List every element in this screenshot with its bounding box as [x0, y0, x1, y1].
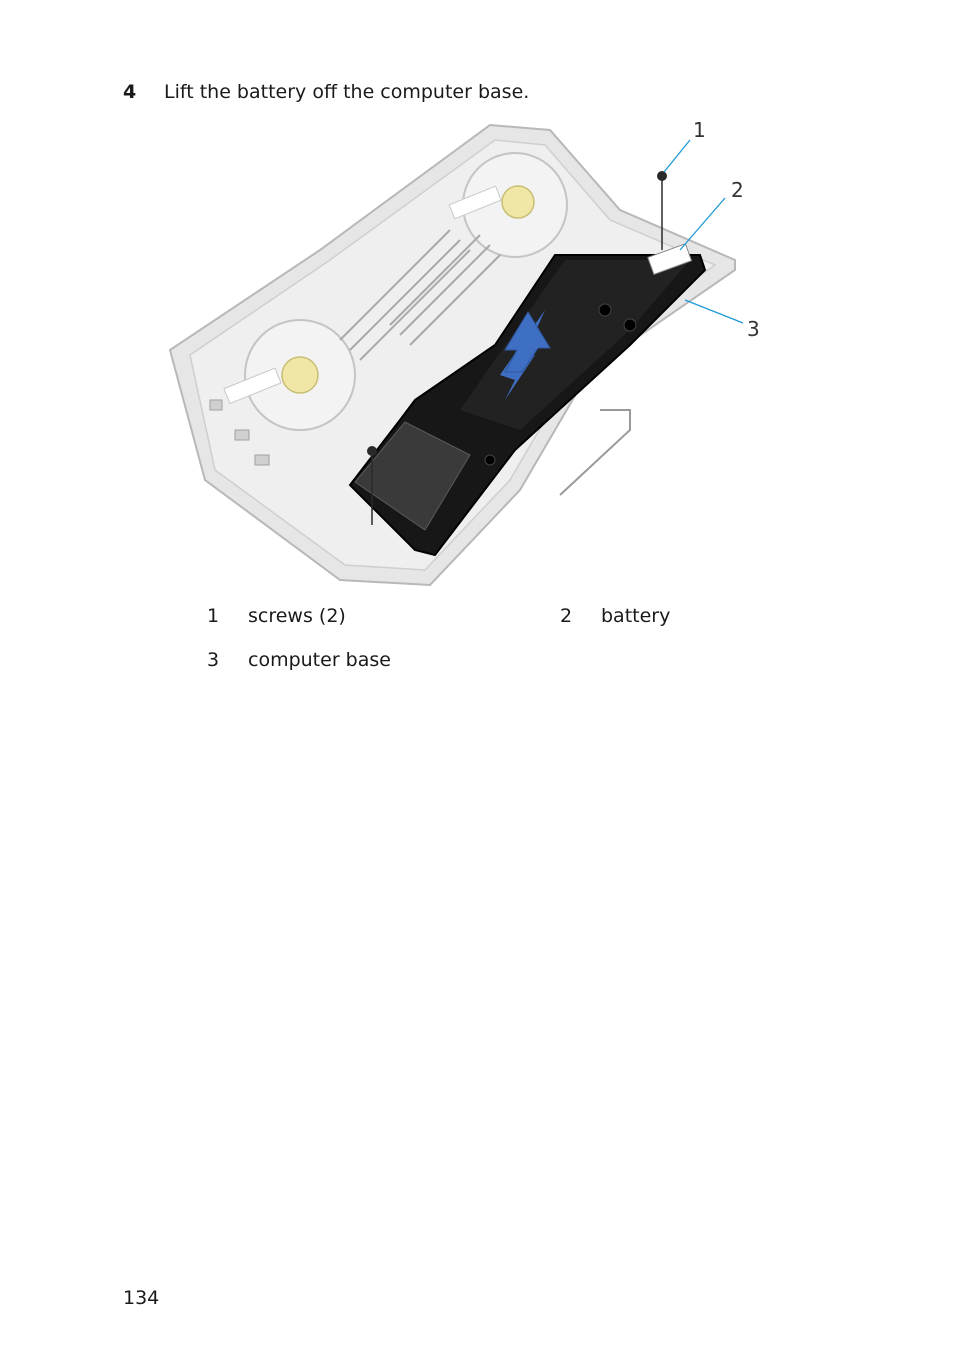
- side-ports: [209, 399, 270, 466]
- callout-2: 2: [731, 178, 744, 202]
- legend-number: 2: [560, 605, 573, 627]
- callout-leaders: [663, 139, 744, 324]
- computer-base: [168, 123, 736, 587]
- lift-arrow-icon: [500, 310, 551, 400]
- screw-icon-bottom: [367, 446, 377, 525]
- legend-label: computer base: [248, 649, 391, 671]
- step-text: Lift the battery off the computer base.: [164, 81, 530, 103]
- legend-label: battery: [601, 605, 671, 627]
- fan-left: [223, 319, 356, 431]
- battery-removal-illustration: 1 2 3: [160, 110, 780, 590]
- callout-legend: 1 screws (2) 2 battery 3 computer base: [207, 604, 767, 684]
- callout-1: 1: [693, 118, 706, 142]
- page-number: 134: [123, 1287, 160, 1309]
- legend-label: screws (2): [248, 605, 346, 627]
- step-number: 4: [123, 81, 137, 103]
- battery: [348, 243, 707, 557]
- screw-icon-top: [657, 171, 667, 250]
- legend-number: 3: [207, 649, 220, 671]
- legend-number: 1: [207, 605, 220, 627]
- illustration-svg: 1 2 3: [168, 118, 760, 587]
- step-instruction: 4 Lift the battery off the computer base…: [123, 80, 823, 106]
- heat-sink: [339, 229, 501, 361]
- fan-right: [448, 152, 568, 258]
- callout-3: 3: [747, 317, 760, 341]
